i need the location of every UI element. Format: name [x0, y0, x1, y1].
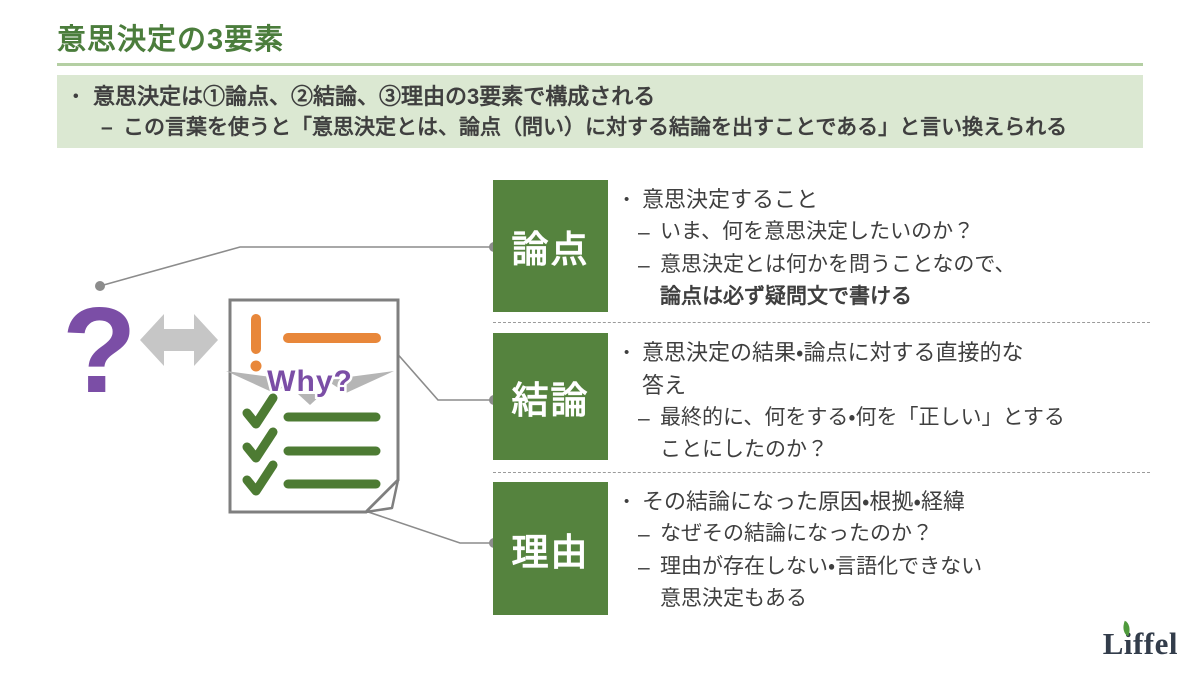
- connector-ronten: [95, 242, 499, 291]
- dash-icon: –: [638, 407, 650, 430]
- list-item: – 意思決定とは何かを問うことなので、 論点は必ず疑問文で書ける: [638, 249, 1150, 313]
- list-item: • 意思決定すること: [624, 183, 1150, 216]
- item-text: なぜその結論になったのか？: [660, 522, 933, 545]
- bullet-icon: •: [624, 191, 630, 208]
- section-riyu-label: 理由: [493, 482, 608, 615]
- double-arrow-icon: [140, 314, 218, 366]
- dashed-separator: [493, 322, 1150, 323]
- exclamation-icon: [250, 314, 262, 372]
- section-riyu: 理由 • その結論になった原因・根拠・経緯 – なぜその結論になったのか？ – …: [493, 482, 1150, 615]
- dashed-separator: [493, 472, 1150, 473]
- document-icon: [228, 298, 400, 514]
- why-banner: Why?: [226, 363, 394, 405]
- bullet-icon: •: [624, 493, 630, 510]
- item-text: 理由が存在しない・言語化できない: [660, 555, 983, 578]
- section-ketsuron-label: 結論: [493, 333, 608, 460]
- page-title: 意思決定の3要素: [57, 24, 285, 56]
- section-riyu-text: • その結論になった原因・根拠・経緯 – なぜその結論になったのか？ – 理由が…: [608, 482, 1150, 615]
- item-text-bold: 論点は必ず疑問文で書ける: [660, 285, 912, 308]
- dash-icon: –: [101, 116, 113, 139]
- list-item: – 最終的に、何をする・何を「正しい」とする ことにしたのか？: [638, 402, 1150, 466]
- item-text: 答え: [642, 373, 687, 398]
- title-divider: [57, 63, 1143, 66]
- summary-line-2: – この言葉を使うと「意思決定とは、論点（問い）に対する結論を出すことである」と…: [101, 113, 1143, 143]
- item-text: 意思決定もある: [660, 587, 807, 610]
- summary-line-1: • 意思決定は①論点、②結論、③理由の3要素で構成される: [73, 82, 1143, 112]
- decision-illustration: ? Why?: [62, 242, 499, 548]
- dash-icon: –: [638, 221, 650, 244]
- item-text: ことにしたのか？: [660, 438, 828, 461]
- dash-icon: –: [638, 254, 650, 277]
- list-item: • その結論になった原因・根拠・経緯: [624, 485, 1150, 518]
- item-text: 意思決定の結果・論点に対する直接的な: [642, 340, 1024, 365]
- item-text: 意思決定とは何かを問うことなので、: [660, 253, 1016, 276]
- section-ronten-label: 論点: [493, 180, 608, 312]
- item-text: その結論になった原因・根拠・経緯: [642, 489, 965, 514]
- section-ronten: 論点 • 意思決定すること – いま、何を意思決定したいのか？ – 意思決定とは…: [493, 180, 1150, 312]
- liffel-logo: Liffel: [1102, 620, 1178, 662]
- list-item: • 意思決定の結果・論点に対する直接的な 答え: [624, 336, 1150, 402]
- bullet-icon: •: [73, 88, 79, 105]
- summary-line-1-text: 意思決定は①論点、②結論、③理由の3要素で構成される: [93, 84, 656, 109]
- checklist-icon: [242, 393, 381, 496]
- list-item: – 理由が存在しない・言語化できない 意思決定もある: [638, 551, 1150, 615]
- item-text: 最終的に、何をする・何を「正しい」とする: [660, 406, 1065, 429]
- section-ketsuron-text: • 意思決定の結果・論点に対する直接的な 答え – 最終的に、何をする・何を「正…: [608, 333, 1150, 461]
- section-ketsuron: 結論 • 意思決定の結果・論点に対する直接的な 答え – 最終的に、何をする・何…: [493, 333, 1150, 461]
- list-item: – いま、何を意思決定したいのか？: [638, 216, 1150, 249]
- list-item: – なぜその結論になったのか？: [638, 518, 1150, 551]
- dash-icon: –: [638, 523, 650, 546]
- dash-icon: –: [638, 556, 650, 579]
- bullet-icon: •: [624, 344, 630, 361]
- connector-ketsuron: [382, 337, 499, 405]
- section-ronten-text: • 意思決定すること – いま、何を意思決定したいのか？ – 意思決定とは何かを…: [608, 180, 1150, 312]
- logo-text: Liffel: [1102, 626, 1178, 661]
- item-text: 意思決定すること: [642, 187, 819, 212]
- item-text: いま、何を意思決定したいのか？: [660, 220, 975, 243]
- why-label: Why?: [267, 365, 353, 398]
- summary-line-2-text: この言葉を使うと「意思決定とは、論点（問い）に対する結論を出すことである」と言い…: [123, 116, 1068, 139]
- summary-box: • 意思決定は①論点、②結論、③理由の3要素で構成される – この言葉を使うと「…: [57, 75, 1143, 148]
- question-mark-icon: ?: [62, 282, 137, 418]
